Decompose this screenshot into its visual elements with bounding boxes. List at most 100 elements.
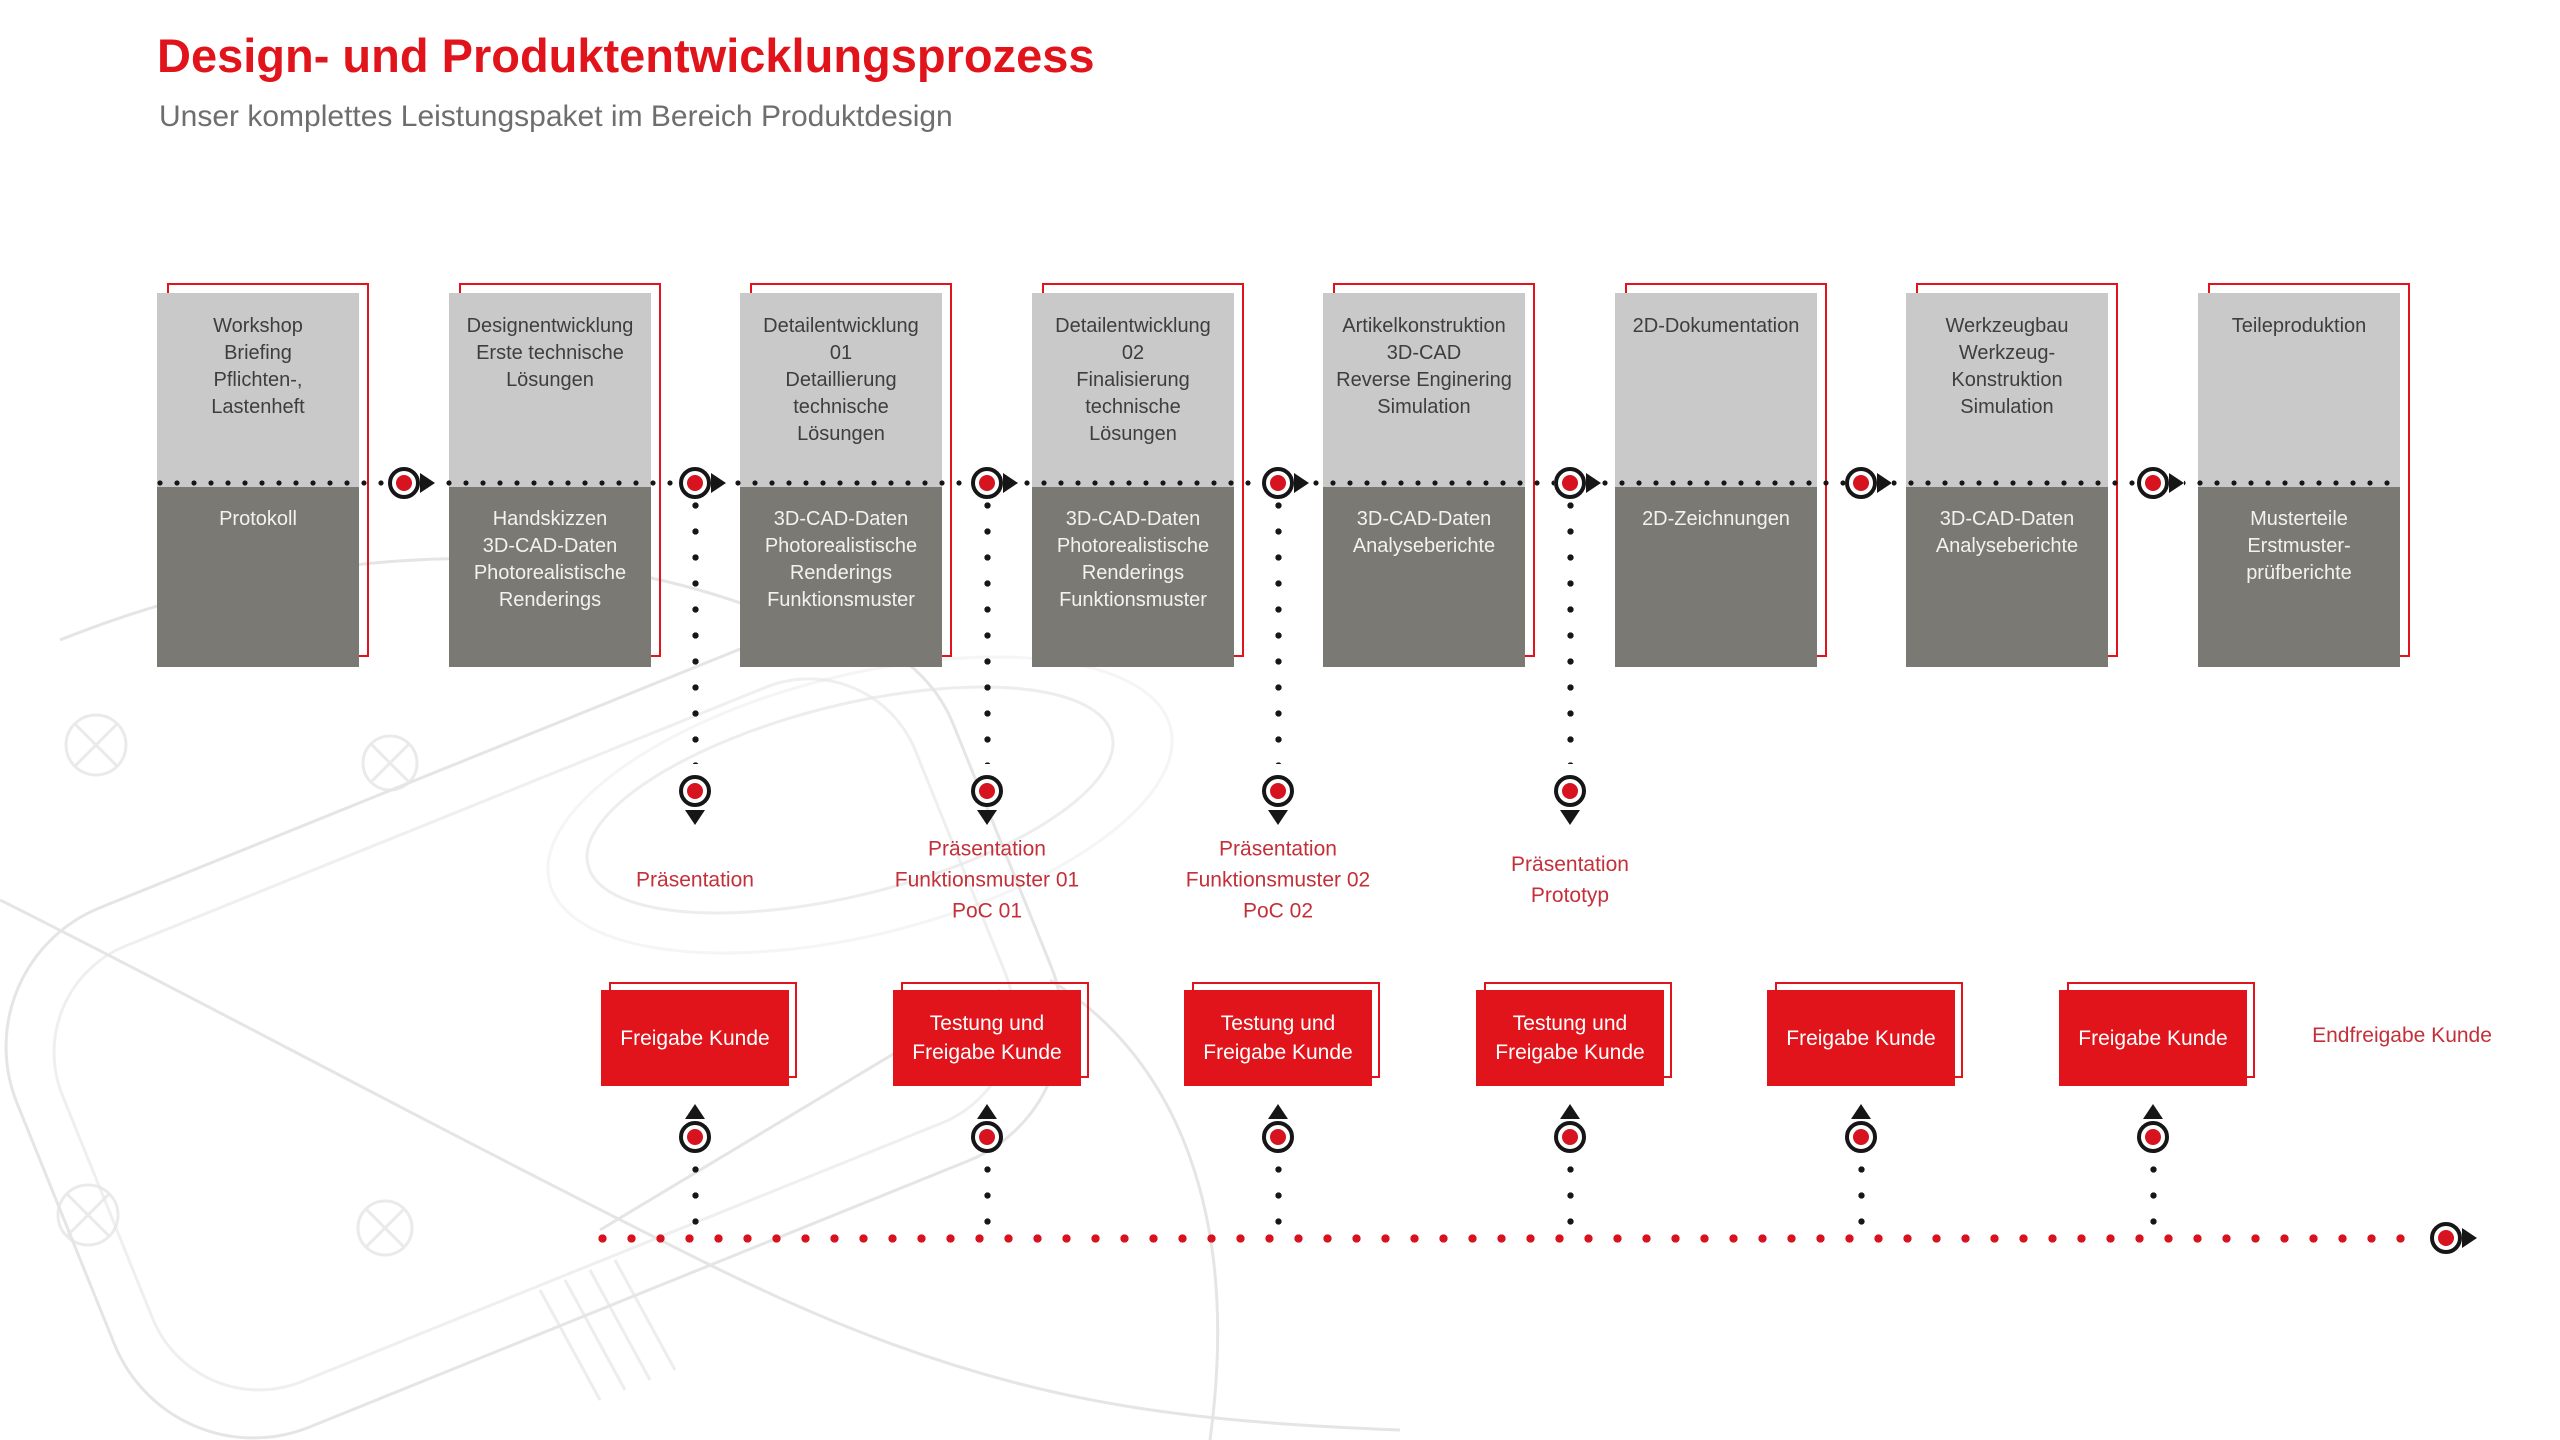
phase-title: Teileproduktion: [2198, 293, 2400, 487]
process-step-marker: [679, 467, 726, 499]
milestone-connector: [1567, 502, 1574, 764]
arrow-right-icon: [2462, 1228, 2477, 1248]
phase-title: Artikelkonstruktion 3D-CAD Reverse Engin…: [1323, 293, 1525, 487]
milestone-connector: [984, 502, 991, 764]
arrow-up-icon: [1560, 1104, 1580, 1119]
feedback-connector: [1858, 1166, 1865, 1228]
approval-label: Testung und Freigabe Kunde: [1476, 990, 1664, 1086]
arrow-right-icon: [1877, 473, 1892, 493]
milestone-dot-icon: [1845, 467, 1877, 499]
milestone-dot-icon: [679, 1121, 711, 1153]
phase-deliverables: 2D-Zeichnungen: [1615, 487, 1817, 667]
arrow-down-icon: [1560, 810, 1580, 825]
milestone-dot-icon: [1262, 467, 1294, 499]
arrow-right-icon: [1294, 473, 1309, 493]
process-step-marker: [1845, 467, 1892, 499]
milestone-label: Präsentation Funktionsmuster 02 PoC 02: [1185, 837, 1371, 923]
approval-label: Testung und Freigabe Kunde: [893, 990, 1081, 1086]
milestone-dot-icon: [388, 467, 420, 499]
approval-box: Testung und Freigabe Kunde: [1184, 982, 1380, 1086]
feedback-marker: [1262, 1104, 1294, 1153]
milestone-label: Präsentation Prototyp: [1511, 853, 1629, 907]
approval-box: Freigabe Kunde: [601, 982, 797, 1086]
phase-title: Workshop Briefing Pflichten-, Lastenheft: [157, 293, 359, 487]
milestone-dot-icon: [2137, 467, 2169, 499]
process-step-marker: [1262, 467, 1309, 499]
phase-card: Detailentwicklung 02 Finalisierung techn…: [1032, 283, 1244, 667]
milestone-label: Präsentation Funktionsmuster 01 PoC 01: [894, 837, 1080, 923]
approval-label: Testung und Freigabe Kunde: [1184, 990, 1372, 1086]
arrow-right-icon: [1586, 473, 1601, 493]
milestone-connector: [692, 502, 699, 764]
phase-title: Detailentwicklung 02 Finalisierung techn…: [1032, 293, 1234, 487]
phase-title: Werkzeugbau Werkzeug- Konstruktion Simul…: [1906, 293, 2108, 487]
phase-card: Detailentwicklung 01 Detaillierung techn…: [740, 283, 952, 667]
milestone-connector: [1275, 502, 1282, 764]
feedback-connector: [2150, 1166, 2157, 1228]
milestone-marker: [679, 775, 711, 825]
arrow-right-icon: [2169, 473, 2184, 493]
arrow-right-icon: [1003, 473, 1018, 493]
final-approval-label: Endfreigabe Kunde: [2312, 1024, 2492, 1047]
milestone-marker: [971, 775, 1003, 825]
approval-box: Testung und Freigabe Kunde: [893, 982, 1089, 1086]
arrow-right-icon: [711, 473, 726, 493]
arrow-up-icon: [1851, 1104, 1871, 1119]
milestone-dot-icon: [1262, 1121, 1294, 1153]
milestone-label: Präsentation: [636, 868, 754, 892]
milestone-dot-icon: [2430, 1222, 2462, 1254]
process-step-marker: [971, 467, 1018, 499]
milestone-dot-icon: [679, 775, 711, 807]
milestone-dot-icon: [1554, 775, 1586, 807]
phase-card: Werkzeugbau Werkzeug- Konstruktion Simul…: [1906, 283, 2118, 667]
phase-deliverables: Handskizzen 3D-CAD-Daten Photorealistisc…: [449, 487, 651, 667]
phase-title: Detailentwicklung 01 Detaillierung techn…: [740, 293, 942, 487]
milestone-dot-icon: [1554, 467, 1586, 499]
timeline-end-marker: [2430, 1222, 2477, 1254]
phase-deliverables: 3D-CAD-Daten Analyseberichte: [1906, 487, 2108, 667]
phase-deliverables: 3D-CAD-Daten Photorealistische Rendering…: [1032, 487, 1234, 667]
arrow-right-icon: [420, 473, 435, 493]
timeline-line: [598, 1234, 2425, 1243]
milestone-dot-icon: [971, 1121, 1003, 1153]
feedback-marker: [1554, 1104, 1586, 1153]
feedback-marker: [2137, 1104, 2169, 1153]
milestone-dot-icon: [679, 467, 711, 499]
process-step-marker: [2137, 467, 2184, 499]
arrow-up-icon: [1268, 1104, 1288, 1119]
milestone-marker: [1262, 775, 1294, 825]
approval-label: Freigabe Kunde: [1767, 990, 1955, 1086]
milestone-dot-icon: [971, 775, 1003, 807]
milestone-dot-icon: [1845, 1121, 1877, 1153]
feedback-connector: [984, 1166, 991, 1228]
approval-box: Testung und Freigabe Kunde: [1476, 982, 1672, 1086]
approval-label: Freigabe Kunde: [601, 990, 789, 1086]
phase-title: 2D-Dokumentation: [1615, 293, 1817, 487]
process-step-marker: [388, 467, 435, 499]
phase-deliverables: Musterteile Erstmuster- prüfberichte: [2198, 487, 2400, 667]
arrow-down-icon: [1268, 810, 1288, 825]
page-title: Design- und Produktentwicklungsprozess: [157, 29, 1095, 82]
milestone-dot-icon: [971, 467, 1003, 499]
approval-box: Freigabe Kunde: [2059, 982, 2255, 1086]
milestone-dot-icon: [1262, 775, 1294, 807]
milestone-dot-icon: [1554, 1121, 1586, 1153]
arrow-up-icon: [685, 1104, 705, 1119]
approval-label: Freigabe Kunde: [2059, 990, 2247, 1086]
page-subtitle: Unser komplettes Leistungspaket im Berei…: [159, 100, 953, 133]
phase-title: Designentwicklung Erste technische Lösun…: [449, 293, 651, 487]
feedback-connector: [1275, 1166, 1282, 1228]
arrow-down-icon: [685, 810, 705, 825]
milestone-marker: [1554, 775, 1586, 825]
arrow-up-icon: [977, 1104, 997, 1119]
phase-deliverables: Protokoll: [157, 487, 359, 667]
feedback-marker: [679, 1104, 711, 1153]
feedback-connector: [1567, 1166, 1574, 1228]
feedback-connector: [692, 1166, 699, 1228]
phase-card: Workshop Briefing Pflichten-, Lastenheft…: [157, 283, 369, 667]
phase-card: Artikelkonstruktion 3D-CAD Reverse Engin…: [1323, 283, 1535, 667]
